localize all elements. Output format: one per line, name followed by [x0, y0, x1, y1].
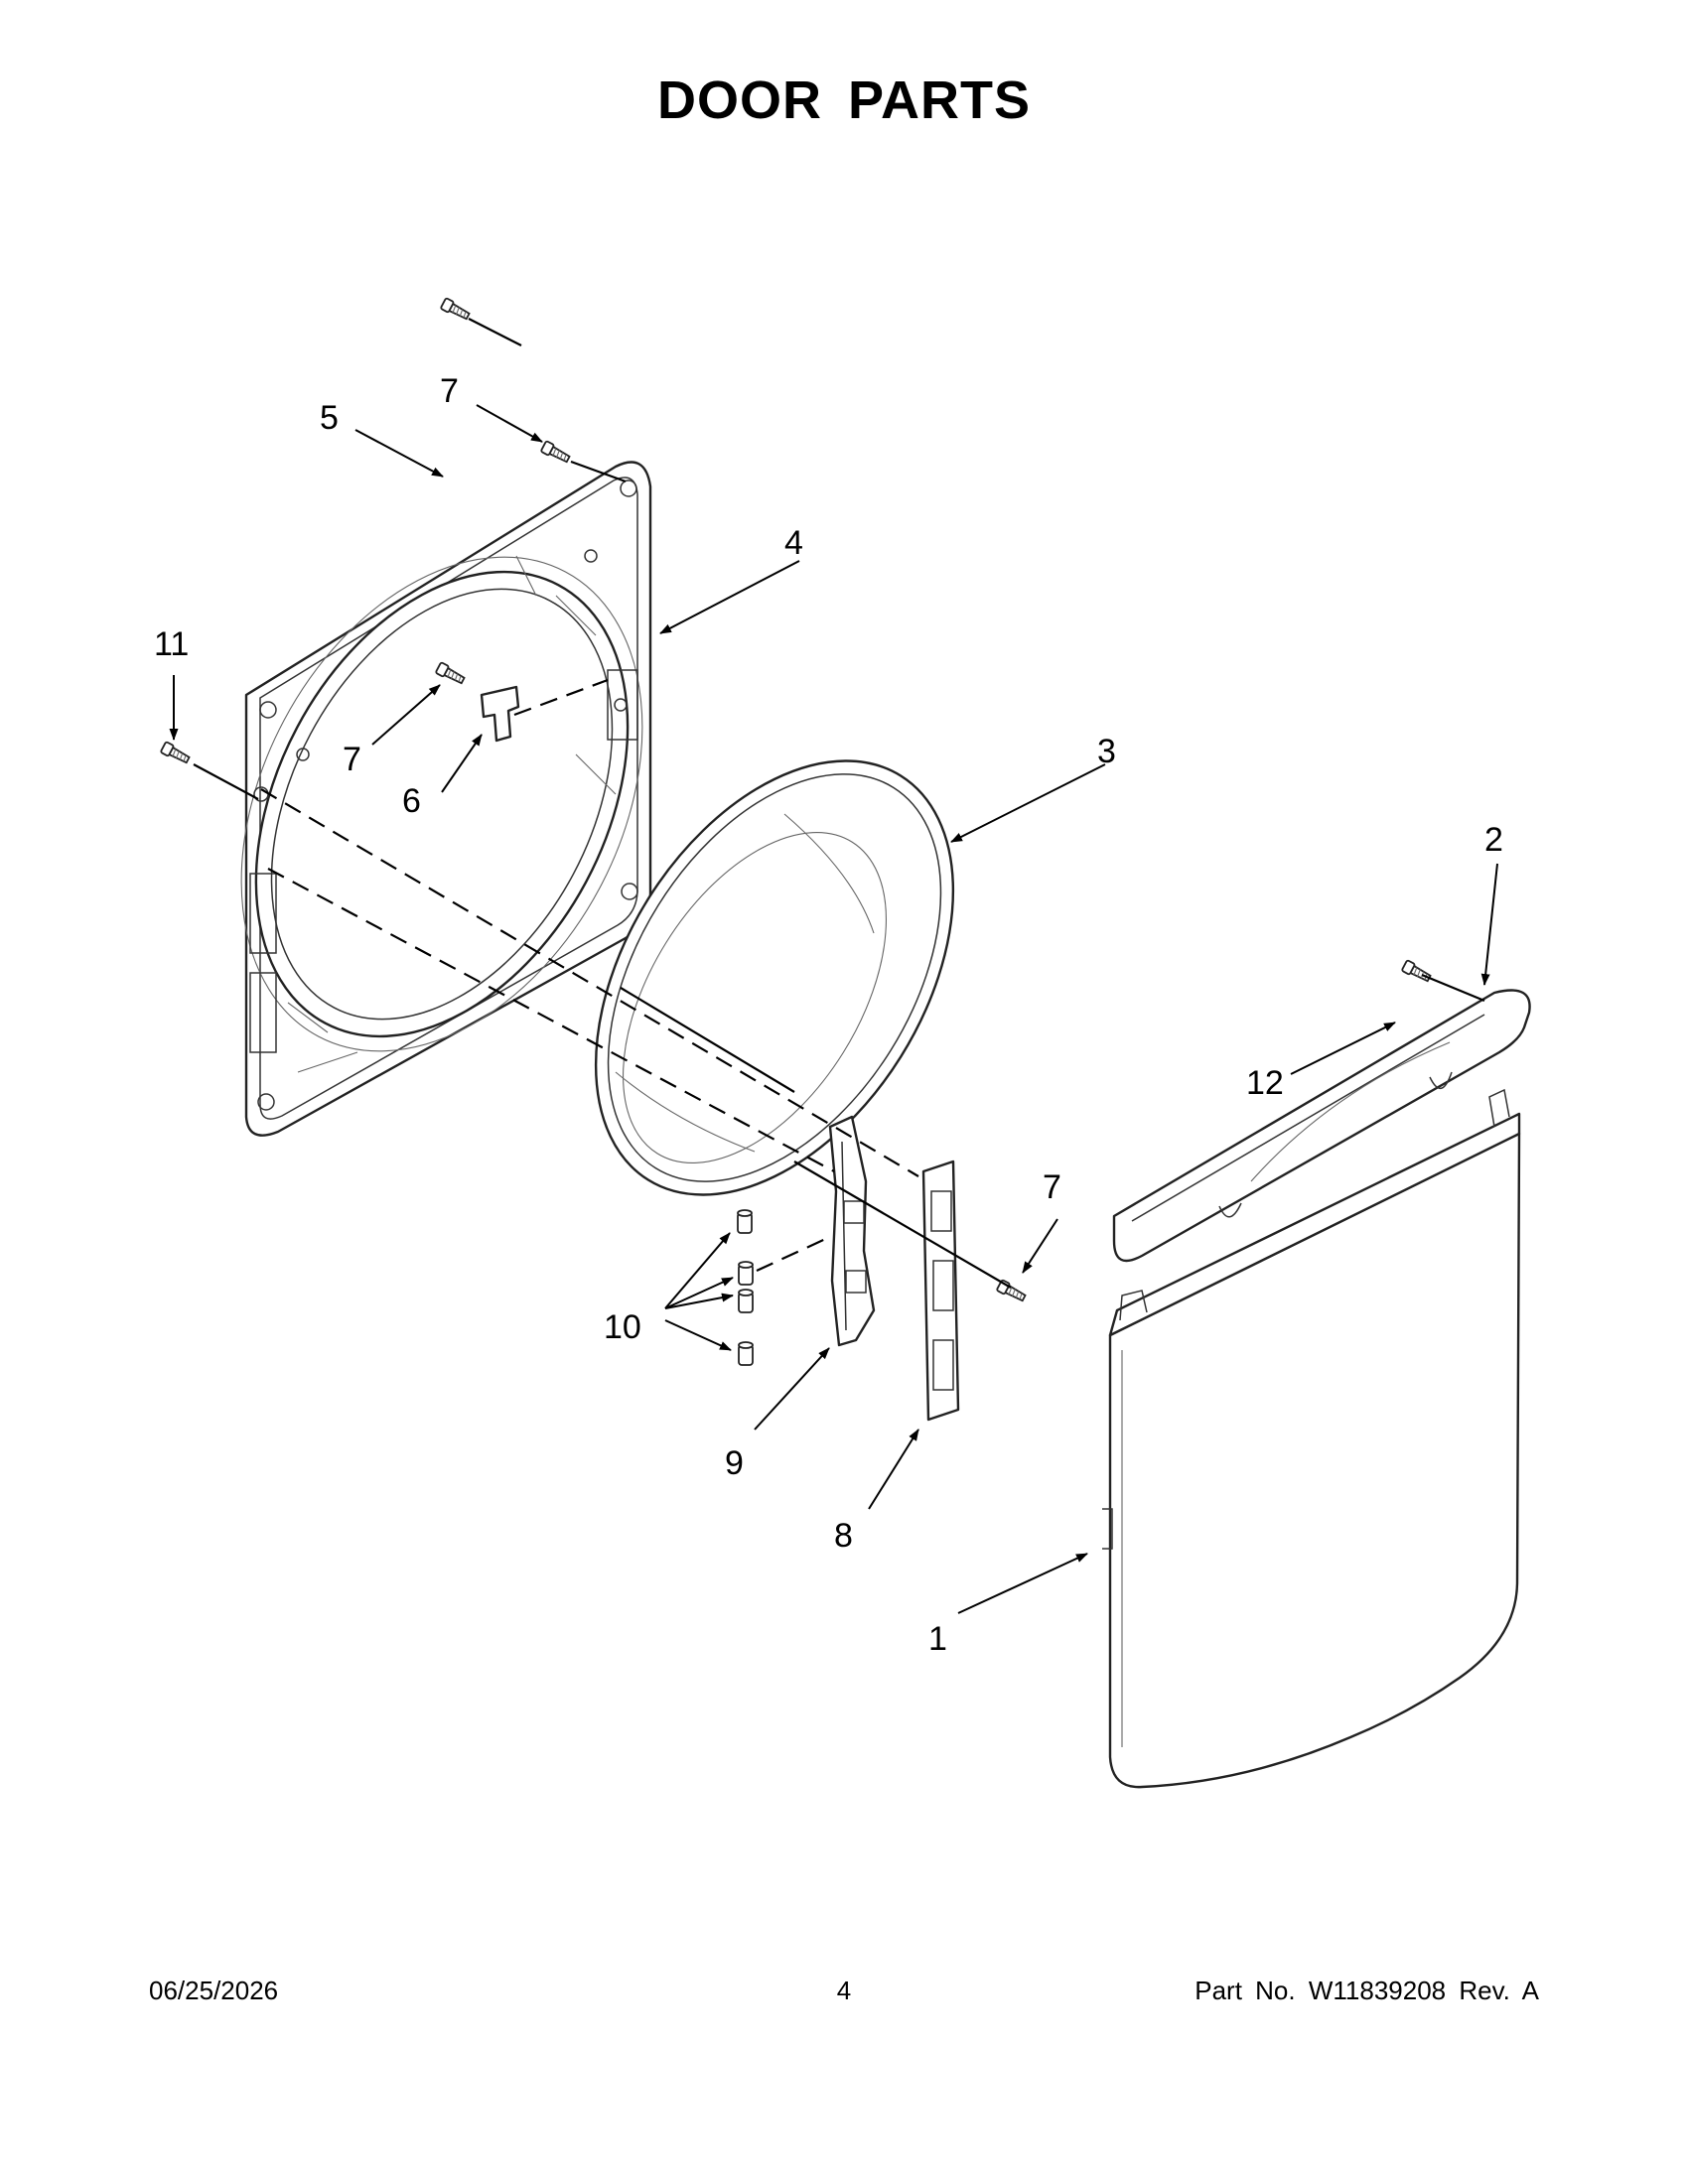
screw-icon: [439, 297, 472, 323]
callout-12: 12: [1246, 1064, 1284, 1102]
callout-7-frame: 7: [343, 741, 361, 778]
screw-icon: [1400, 959, 1433, 985]
callout-1: 1: [928, 1620, 947, 1658]
callout-8: 8: [834, 1517, 853, 1555]
hinge-arm-icon: [828, 1115, 876, 1347]
callout-5: 5: [320, 399, 339, 437]
leader-arrows: [169, 404, 1498, 1614]
callout-4: 4: [784, 524, 803, 562]
page-title: DOOR PARTS: [656, 70, 1031, 130]
screw-icon: [995, 1279, 1028, 1304]
callout-9: 9: [725, 1444, 744, 1482]
bushing-icon: [738, 1341, 754, 1366]
callout-3: 3: [1097, 733, 1116, 770]
hinge-plate-icon: [921, 1160, 960, 1422]
callout-11: 11: [154, 625, 189, 663]
footer-part-number: Part No. W11839208 Rev. A: [1195, 1976, 1539, 2005]
screw-icon: [539, 440, 572, 466]
door-inner-bowl-icon: [594, 759, 955, 1196]
callout-2: 2: [1484, 821, 1503, 859]
bushing-icon: [738, 1289, 754, 1313]
screw-icon: [159, 741, 192, 766]
door-handle-icon: [1112, 989, 1531, 1263]
strike-bracket-icon: [480, 685, 520, 743]
footer-date: 06/25/2026: [149, 1976, 279, 2005]
door-panel-icon: [1102, 1088, 1521, 1789]
callout-7-hinge: 7: [1043, 1168, 1061, 1206]
callout-7-top: 7: [440, 372, 459, 410]
door-frame-icon: [240, 461, 652, 1137]
bushing-icon: [737, 1209, 753, 1234]
callout-10: 10: [604, 1308, 641, 1346]
bushing-icon: [738, 1261, 754, 1286]
alignment-lines: [193, 318, 1485, 1289]
callout-6: 6: [402, 782, 421, 820]
footer-page-number: 4: [836, 1976, 852, 2005]
